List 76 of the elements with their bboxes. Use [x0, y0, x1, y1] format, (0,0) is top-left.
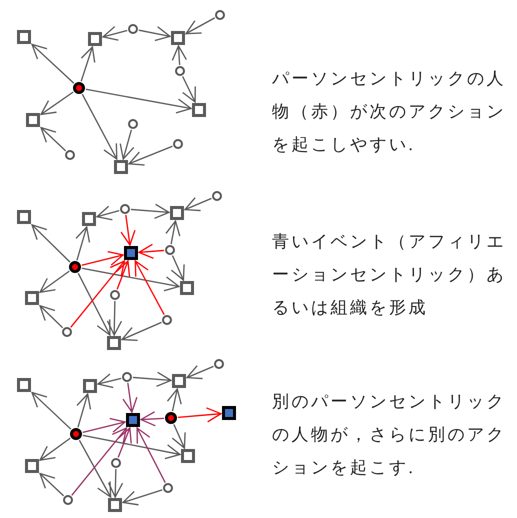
square-node [17, 378, 31, 392]
square-node [25, 291, 39, 305]
arrow [140, 411, 164, 426]
arrow [70, 260, 126, 328]
square-node [108, 498, 122, 512]
arrow [39, 270, 70, 293]
square-node [192, 103, 206, 117]
arrow [82, 434, 181, 460]
arrow [128, 146, 173, 166]
description-text: 青いイベント（アフィリエーションセントリック）あるいは組織を形成 [272, 231, 507, 319]
arrow [76, 393, 92, 428]
event-square [124, 246, 138, 260]
arrow [178, 407, 222, 423]
square-node [181, 449, 195, 463]
event-square [222, 406, 236, 420]
arrow [134, 260, 165, 316]
arrow [82, 250, 124, 266]
square-node [180, 281, 194, 295]
arrow [75, 226, 90, 260]
arrow [122, 382, 138, 413]
arrow [165, 220, 180, 244]
description-text: パーソンセントリックの人物（赤）が次のアクションを起こしやすい. [272, 68, 507, 156]
square-node [172, 374, 186, 388]
arrow [122, 489, 162, 506]
square-node [17, 210, 31, 224]
arrow [138, 26, 171, 42]
arrow [86, 88, 192, 114]
event-square [126, 413, 140, 427]
arrow [120, 130, 134, 160]
arrow [185, 17, 216, 34]
arrow [78, 440, 112, 498]
square-node [171, 31, 185, 45]
arrow [78, 272, 111, 336]
square-node [25, 459, 39, 473]
square-node [114, 160, 128, 174]
arrow [132, 372, 172, 387]
arrow [31, 392, 72, 430]
arrow [136, 427, 166, 483]
arrow [82, 94, 118, 160]
arrow [40, 126, 66, 152]
arrow [39, 438, 71, 461]
square-node [17, 30, 31, 44]
arrow [97, 373, 122, 388]
arrow [71, 427, 128, 496]
arrow [31, 44, 74, 84]
arrow [82, 418, 126, 433]
arrow [130, 204, 170, 219]
arrow [172, 424, 186, 449]
arrow [82, 268, 180, 292]
arrow [96, 206, 120, 220]
arrow [121, 322, 162, 342]
square-node [26, 113, 40, 127]
arrow [40, 91, 74, 116]
arrow [182, 76, 196, 103]
square-node [88, 32, 102, 46]
arrow [172, 45, 187, 66]
arrow [166, 388, 182, 412]
arrow [118, 427, 132, 458]
arrow [39, 472, 64, 496]
arrow [102, 26, 128, 41]
arrow [108, 468, 124, 498]
arrow [186, 365, 214, 380]
arrow [120, 214, 136, 246]
square-node [107, 336, 121, 350]
arrow [39, 305, 64, 328]
square-node [82, 212, 96, 226]
description-text: 別のパーソンセントリックの人物が，さらに別のアクションを起こす. [272, 391, 507, 479]
square-node [83, 379, 97, 393]
arrow [184, 197, 212, 212]
arrow [106, 300, 122, 336]
square-node [170, 206, 184, 220]
arrow [138, 244, 164, 259]
arrow [31, 224, 70, 263]
arrow [170, 255, 185, 281]
arrow [80, 46, 96, 82]
arrow [116, 260, 130, 290]
